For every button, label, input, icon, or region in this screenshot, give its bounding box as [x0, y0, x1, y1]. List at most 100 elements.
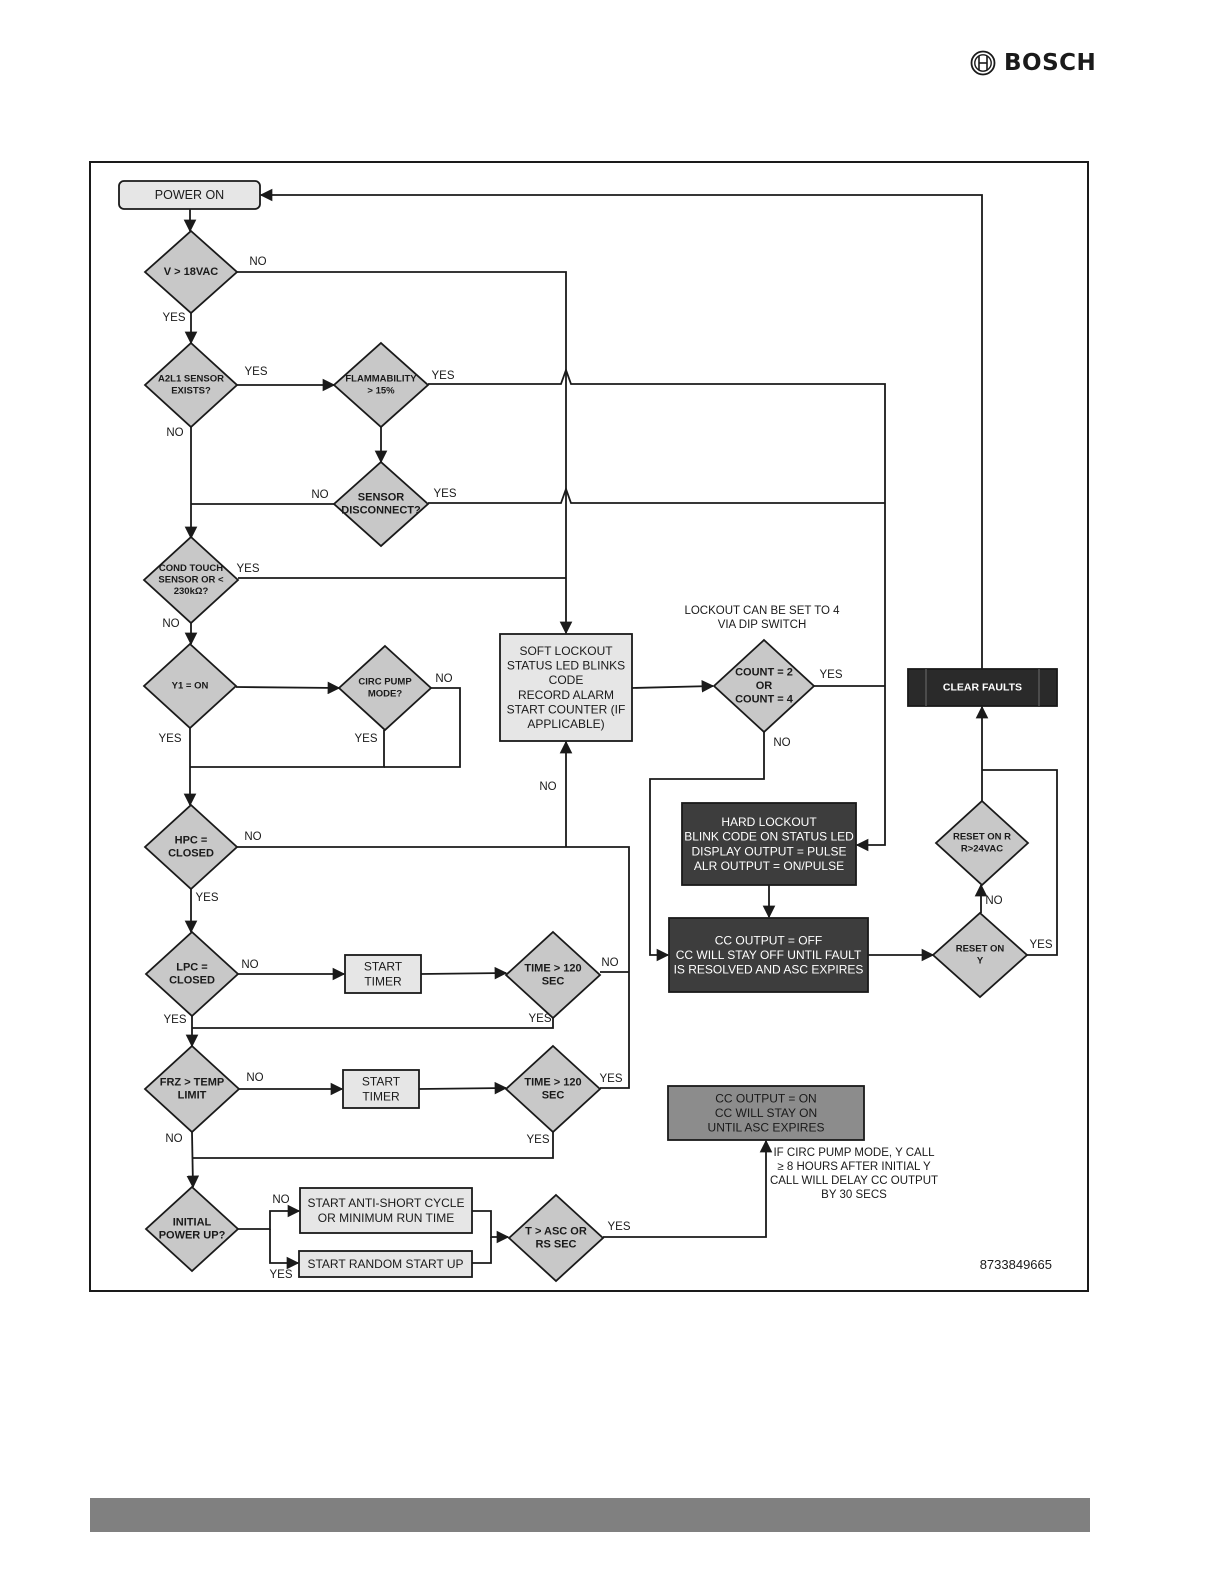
node-text: DISPLAY OUTPUT = PULSE	[691, 844, 846, 858]
edge-label: YES	[526, 1134, 549, 1146]
decision-diamond	[507, 1193, 605, 1283]
node-text: CODE	[549, 673, 584, 687]
process-box	[668, 917, 869, 993]
decision-diamond	[143, 229, 239, 315]
node-text: A2L1 SENSOR	[158, 374, 224, 385]
node-text: CC OUTPUT = ON	[715, 1091, 816, 1105]
node-text: COUNT = 4	[735, 693, 794, 705]
connector-39	[982, 769, 1058, 956]
connector-12	[237, 271, 573, 635]
node-text: RS SEC	[536, 1239, 577, 1251]
note-circ-note: IF CIRC PUMP MODE, Y CALL≥ 8 HOURS AFTER…	[770, 1147, 938, 1201]
decision-diamond	[142, 642, 238, 730]
process-box	[499, 633, 633, 742]
process-box	[342, 1069, 420, 1109]
node-text: IS RESOLVED AND ASC EXPIRES	[674, 963, 864, 977]
node-clear: CLEAR FAULTS	[907, 668, 1058, 707]
node-text: TIME > 120	[524, 962, 581, 974]
node-text: START RANDOM START UP	[307, 1257, 463, 1271]
decision-diamond	[332, 341, 430, 429]
edge-label: NO	[244, 831, 261, 843]
node-text: SEC	[542, 976, 565, 988]
decision-diamond	[712, 638, 816, 734]
connector-32	[238, 1204, 301, 1230]
action-box	[907, 668, 1058, 707]
decision-diamond	[934, 799, 1030, 887]
connector-35	[472, 1237, 492, 1264]
edge-label: NO	[311, 489, 328, 501]
node-text: TIME > 120	[524, 1076, 581, 1088]
node-text: TIMER	[362, 1089, 400, 1103]
edge-label: NO	[241, 959, 258, 971]
node-text: HPC =	[175, 834, 208, 846]
connector-29	[418, 1081, 508, 1095]
node-text: START COUNTER (IF	[507, 702, 626, 716]
node-text: > 15%	[367, 385, 395, 396]
node-text: START	[364, 960, 403, 974]
edge-label: YES	[528, 1013, 551, 1025]
edge-label: NO	[601, 957, 618, 969]
edge-label: YES	[1029, 939, 1052, 951]
connector-15	[428, 486, 885, 504]
connector-20	[237, 846, 630, 1089]
edge-label: YES	[354, 733, 377, 745]
node-text: UNTIL ASC EXPIRES	[708, 1121, 825, 1135]
node-text: EXISTS?	[171, 385, 211, 396]
node-text: V > 18VAC	[164, 266, 219, 278]
node-text: CC WILL STAY OFF UNTIL FAULT	[676, 948, 862, 962]
connector-41	[259, 188, 983, 669]
process-box	[299, 1187, 473, 1234]
node-text: CLOSED	[168, 848, 214, 860]
node-text: OR MINIMUM RUN TIME	[318, 1211, 454, 1225]
edge-label: YES	[162, 312, 185, 324]
node-text: RECORD ALARM	[518, 688, 614, 702]
footer-bar	[90, 1498, 1090, 1532]
connector-14	[428, 367, 886, 852]
node-text: FRZ > TEMP	[160, 1076, 224, 1088]
note-text: CALL WILL DELAY CC OUTPUT	[770, 1175, 938, 1187]
edge-label: YES	[607, 1221, 630, 1233]
note-text: VIA DIP SWITCH	[718, 619, 807, 631]
start-box	[118, 180, 261, 210]
node-text: CLOSED	[169, 975, 215, 987]
node-text: BLINK CODE ON STATUS LED	[684, 830, 854, 844]
node-text: RESET ON R	[953, 832, 1011, 843]
edge-label: NO	[162, 618, 179, 630]
edge-label: NO	[985, 895, 1002, 907]
node-text: CIRC PUMP	[358, 677, 412, 688]
process-box	[667, 1085, 865, 1141]
node-text: SENSOR OR <	[158, 575, 224, 586]
node-text: OR	[756, 680, 773, 692]
bosch-armature-icon	[970, 50, 996, 76]
node-text: ALR OUTPUT = ON/PULSE	[694, 859, 844, 873]
edge-label: NO	[165, 1133, 182, 1145]
node-resetr: RESET ON RR>24VAC	[934, 799, 1030, 887]
edge-label: NO	[435, 673, 452, 685]
decision-diamond	[143, 341, 239, 429]
process-box	[344, 954, 422, 994]
connector-11	[384, 687, 461, 768]
connector-30	[193, 1132, 554, 1159]
edge-label: YES	[819, 669, 842, 681]
node-text: SOFT LOCKOUT	[519, 644, 613, 658]
connector-26	[192, 1018, 554, 1029]
edge-label: NO	[246, 1072, 263, 1084]
edge-label: YES	[269, 1269, 292, 1281]
decision-diamond	[504, 930, 602, 1020]
node-y1: Y1 = ON	[142, 642, 238, 730]
decision-diamond	[144, 930, 240, 1018]
brand-name: BOSCH	[1004, 50, 1097, 76]
edge-label: NO	[773, 737, 790, 749]
node-text: SEC	[542, 1090, 565, 1102]
diagram-frame	[89, 161, 1089, 1292]
node-text: APPLICABLE)	[527, 717, 604, 731]
